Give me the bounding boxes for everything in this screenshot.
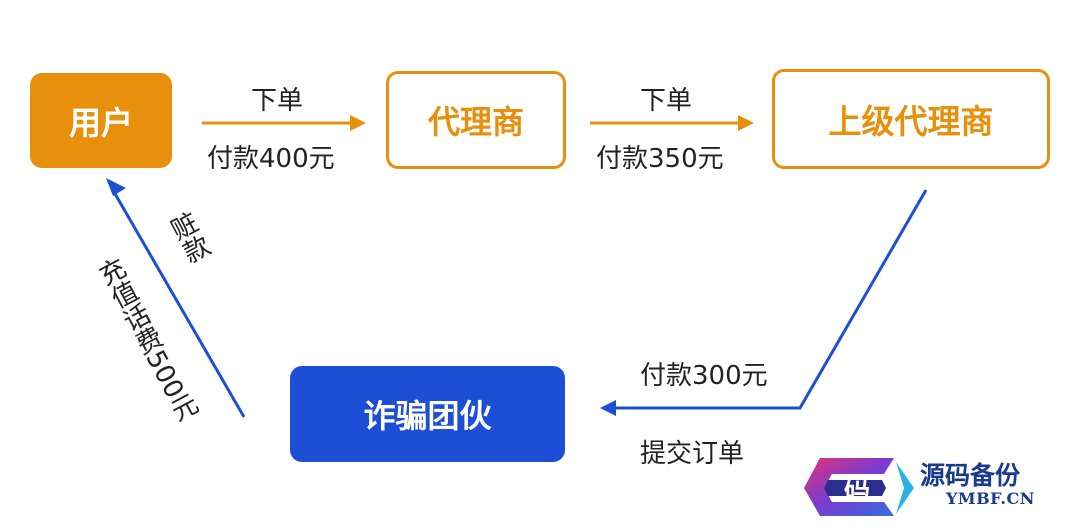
watermark-glyph: 码 <box>843 475 870 505</box>
edge-upper-fraud-top-label: 付款300元 <box>640 361 768 391</box>
node-agent: 代理商 <box>386 71 566 169</box>
arrow-fraud-to-user <box>106 178 246 418</box>
edge-agent-upper-top-label: 下单 <box>640 86 693 116</box>
edge-user-agent-bottom-label: 付款400元 <box>207 144 335 174</box>
watermark-subtitle: YMBF.CN <box>946 489 1035 508</box>
arrow-upper-to-fraud <box>600 189 928 416</box>
node-user: 用户 <box>30 73 172 168</box>
edge-upper-fraud-bottom-label: 提交订单 <box>640 439 745 469</box>
edge-user-agent-top-label: 下单 <box>251 86 304 116</box>
node-fraud-group: 诈骗团伙 <box>290 366 565 462</box>
edge-agent-upper-bottom-label: 付款350元 <box>596 144 724 174</box>
node-upper-agent: 上级代理商 <box>772 69 1050 169</box>
arrow-user-to-agent <box>202 115 366 131</box>
arrow-agent-to-upper <box>590 115 754 131</box>
watermark-title: 源码备份 <box>920 461 1021 490</box>
watermark-logo <box>804 458 914 516</box>
